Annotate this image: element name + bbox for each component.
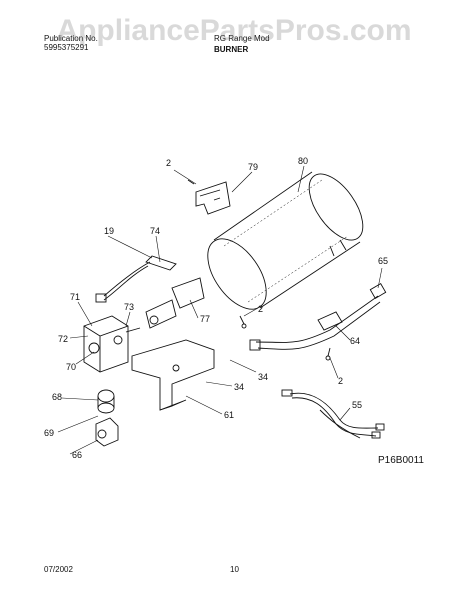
callout-79: 79	[248, 162, 258, 172]
page-number: 10	[230, 565, 239, 574]
callout-2c: 2	[338, 376, 343, 386]
publication-number: 5995375291	[44, 43, 89, 52]
diagram-code: P16B0011	[378, 455, 424, 466]
callout-68: 68	[52, 392, 62, 402]
gas-valve	[83, 315, 141, 373]
fittings	[95, 389, 119, 447]
callout-55: 55	[352, 400, 362, 410]
callout-2: 2	[166, 158, 171, 168]
callout-70: 70	[66, 362, 76, 372]
bracket-79	[195, 181, 231, 215]
callout-80: 80	[298, 156, 308, 166]
callout-61: 61	[224, 410, 234, 420]
callout-73: 73	[124, 302, 134, 312]
callout-labels: 2 79 80 19 74 65 71 73 2 77 72 64 70 34 …	[44, 156, 388, 460]
callout-65: 65	[378, 256, 388, 266]
callout-64: 64	[350, 336, 360, 346]
igniter-assembly	[95, 255, 177, 303]
valve-bracket	[131, 339, 215, 411]
callout-77: 77	[200, 314, 210, 324]
callout-34: 34	[258, 372, 268, 382]
watermark-text: AppliancePartsPros.com	[56, 14, 412, 47]
screws	[187, 179, 331, 361]
callout-74: 74	[150, 226, 160, 236]
callout-19: 19	[104, 226, 114, 236]
publication-label: Publication No.	[44, 34, 98, 43]
orifice-bracket	[145, 277, 205, 329]
leader-lines	[57, 165, 383, 455]
callout-69: 69	[44, 428, 54, 438]
callout-71: 71	[70, 292, 80, 302]
burner-tube	[207, 171, 364, 310]
footer-date: 07/2002	[44, 565, 73, 574]
callout-66: 66	[72, 450, 82, 460]
section-title: BURNER	[214, 45, 249, 54]
callout-34b: 34	[234, 382, 244, 392]
callout-2b: 2	[258, 304, 263, 314]
gas-tube	[249, 283, 387, 351]
model-label: RG Range Mod	[214, 34, 270, 43]
wire-harness	[281, 389, 385, 439]
callout-72: 72	[58, 334, 68, 344]
